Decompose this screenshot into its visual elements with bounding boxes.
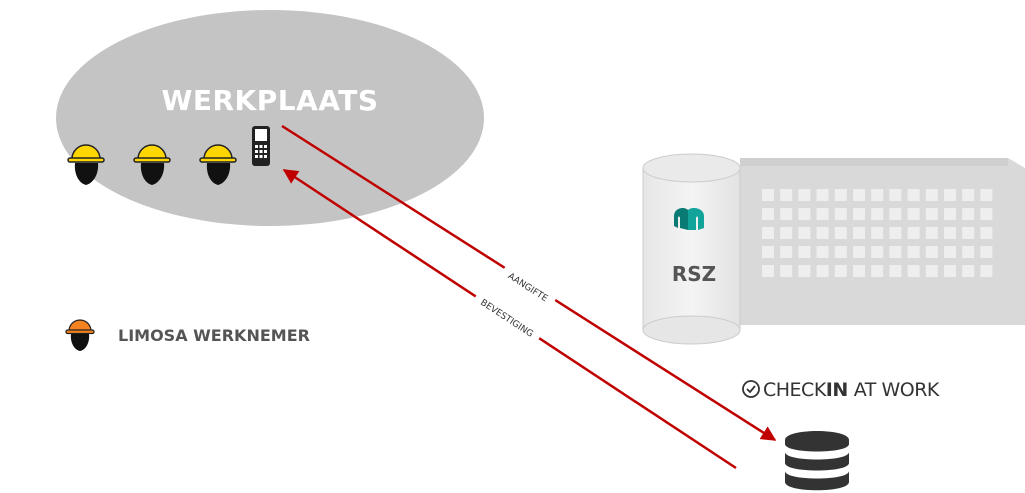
building-window xyxy=(780,208,793,220)
limosa-worker-icon xyxy=(65,319,95,351)
building-window xyxy=(944,265,956,277)
building-window xyxy=(834,208,847,220)
building-window xyxy=(816,246,829,258)
building-window xyxy=(816,208,829,220)
building-window xyxy=(816,265,829,277)
rsz-building xyxy=(740,158,1025,325)
building-window xyxy=(907,265,920,277)
building-window xyxy=(762,246,774,258)
building-window xyxy=(834,227,847,239)
declaration-arrow-label: AANGIFTE xyxy=(506,271,550,304)
check-circle-icon xyxy=(742,380,760,398)
building-window xyxy=(925,227,938,239)
building-window xyxy=(944,189,956,201)
building-window xyxy=(925,246,938,258)
brand-part-in: IN xyxy=(825,379,848,401)
building-window xyxy=(780,265,793,277)
building-window xyxy=(871,246,884,258)
building-window xyxy=(780,246,793,258)
building-window xyxy=(944,208,956,220)
building-window xyxy=(944,227,956,239)
building-window xyxy=(871,208,884,220)
building-window xyxy=(798,246,811,258)
building-window xyxy=(853,208,865,220)
building-window xyxy=(962,227,975,239)
building-window xyxy=(925,208,938,220)
building-window xyxy=(907,246,920,258)
brand-part-atwork: AT WORK xyxy=(853,379,940,401)
building-window xyxy=(762,265,774,277)
building-window xyxy=(980,246,993,258)
building-window xyxy=(980,208,993,220)
building-window xyxy=(907,227,920,239)
worker-icon xyxy=(133,144,171,185)
building-window xyxy=(762,227,774,239)
building-window xyxy=(889,227,902,239)
building-window xyxy=(925,189,938,201)
building-window xyxy=(925,265,938,277)
building-window xyxy=(980,189,993,201)
building-window xyxy=(834,189,847,201)
worker-icon xyxy=(67,144,105,185)
building-window xyxy=(907,208,920,220)
building-window xyxy=(762,208,774,220)
building-window xyxy=(889,189,902,201)
building-window xyxy=(834,246,847,258)
building-window xyxy=(798,265,811,277)
building-window xyxy=(816,189,829,201)
building-window xyxy=(834,265,847,277)
brand-part-check: CHECK xyxy=(763,379,826,401)
building-window xyxy=(762,189,774,201)
building-window xyxy=(962,208,975,220)
building-window xyxy=(853,227,865,239)
building-window xyxy=(962,246,975,258)
building-window xyxy=(944,246,956,258)
legend-label: LIMOSA WERKNEMER xyxy=(118,326,310,345)
rsz-logo-icon xyxy=(674,208,704,230)
building-window xyxy=(853,265,865,277)
building-window xyxy=(907,189,920,201)
building-window xyxy=(871,189,884,201)
building-window xyxy=(871,227,884,239)
building-window xyxy=(798,227,811,239)
building-window xyxy=(962,189,975,201)
building-window xyxy=(780,227,793,239)
workplace-title: WERKPLAATS xyxy=(161,84,379,117)
database-icon xyxy=(785,431,849,491)
worker-icon xyxy=(199,144,237,185)
building-window xyxy=(816,227,829,239)
rsz-cylinder xyxy=(642,153,741,345)
building-window xyxy=(871,265,884,277)
building-window xyxy=(798,208,811,220)
building-window xyxy=(980,265,993,277)
building-window xyxy=(853,189,865,201)
confirmation-arrow-label: BEVESTIGING xyxy=(478,298,534,340)
building-window xyxy=(889,246,902,258)
building-window xyxy=(853,246,865,258)
building-window xyxy=(980,227,993,239)
building-window xyxy=(889,208,902,220)
building-window xyxy=(798,189,811,201)
building-window xyxy=(962,265,975,277)
rsz-label: RSZ xyxy=(671,262,717,286)
building-window xyxy=(780,189,793,201)
building-window xyxy=(889,265,902,277)
mobile-phone-icon xyxy=(252,126,270,166)
workplace-ellipse xyxy=(56,10,484,226)
